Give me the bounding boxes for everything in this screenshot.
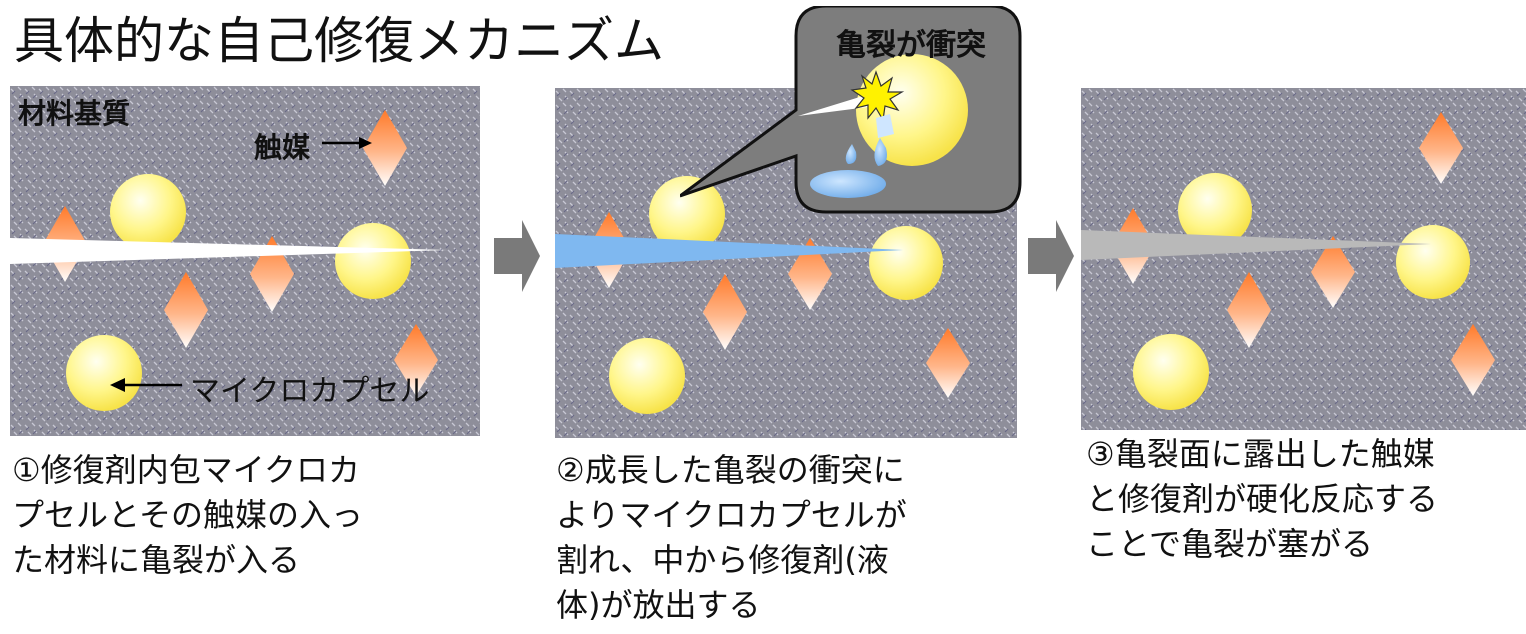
catalyst-pointer-arrow bbox=[322, 137, 372, 149]
microcapsule bbox=[869, 226, 943, 300]
crack-collision-callout bbox=[680, 6, 1022, 214]
leaking-agent bbox=[876, 114, 894, 138]
panel1-canvas bbox=[10, 86, 480, 436]
panel-initial-crack: 材料基質 触媒 マイクロカプセル bbox=[10, 86, 480, 436]
callout-label: 亀裂が衝突 bbox=[836, 28, 986, 63]
microcapsule bbox=[110, 174, 186, 250]
capsule-pointer-arrow bbox=[110, 378, 182, 392]
crack bbox=[10, 238, 448, 264]
zoomed-microcapsule bbox=[856, 54, 968, 166]
step1-caption: ①修復剤内包マイクロカ プセルとその触媒の入っ た材料に亀裂が入る bbox=[12, 451, 364, 579]
liquid-drop bbox=[845, 144, 857, 164]
microcapsule-label: マイクロカプセル bbox=[190, 374, 430, 409]
healed-crack bbox=[1081, 230, 1431, 260]
page-title: 具体的な自己修復メカニズム bbox=[14, 12, 664, 70]
next-step-arrow bbox=[494, 220, 540, 292]
microcapsule bbox=[609, 338, 685, 414]
panel-crack-healed bbox=[1081, 88, 1526, 430]
step2-caption: ②成長した亀裂の衝突に よりマイクロカプセルが 割れ、中から修復剤(液 体)が放… bbox=[556, 451, 907, 624]
microcapsule bbox=[1178, 173, 1252, 247]
impact-burst-icon bbox=[850, 70, 905, 122]
microcapsule bbox=[649, 176, 725, 252]
panel3-canvas bbox=[1081, 88, 1526, 430]
catalyst-particle bbox=[703, 274, 747, 350]
catalyst-particle bbox=[394, 324, 438, 396]
microcapsule bbox=[1133, 334, 1209, 410]
catalyst-particle bbox=[1227, 272, 1271, 348]
catalyst-label: 触媒 bbox=[254, 131, 311, 164]
crack-with-healing-agent bbox=[555, 234, 903, 268]
matrix-label: 材料基質 bbox=[18, 97, 131, 130]
microcapsule bbox=[1396, 225, 1470, 299]
catalyst-particle bbox=[788, 238, 832, 310]
catalyst-particle bbox=[164, 272, 208, 348]
step3-caption: ③亀裂面に露出した触媒 と修復剤が硬化反応する ことで亀裂が塞がる bbox=[1086, 435, 1439, 563]
catalyst-particle bbox=[1311, 236, 1355, 308]
zoomed-crack bbox=[798, 92, 876, 116]
catalyst-particle bbox=[363, 110, 407, 186]
liquid-pool bbox=[810, 170, 886, 198]
catalyst-particle bbox=[926, 328, 970, 398]
catalyst-particle bbox=[1451, 324, 1495, 396]
microcapsule bbox=[66, 335, 142, 411]
microcapsule bbox=[335, 223, 411, 299]
liquid-drop bbox=[874, 138, 887, 166]
next-step-arrow bbox=[1028, 220, 1074, 292]
catalyst-particle bbox=[1419, 112, 1463, 184]
